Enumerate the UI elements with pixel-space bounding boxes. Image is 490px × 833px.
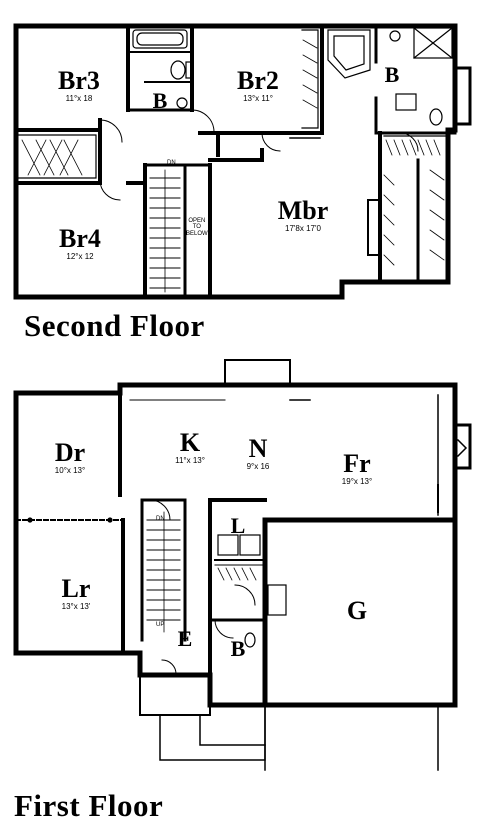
second-floor-walls: [13, 23, 472, 300]
room-mbr: Mbr 17'8x 17'0: [278, 198, 329, 233]
room-dr-dim: 10°x 13°: [54, 466, 86, 475]
first-floor-fixtures: [27, 394, 439, 675]
stair-dn-note-first: DN: [156, 516, 165, 522]
room-b: B: [231, 638, 246, 660]
room-br3-dim: 11°x 18: [65, 94, 93, 103]
room-b-name: B: [230, 636, 246, 661]
room-lr-dim: 13°x 13': [61, 602, 91, 611]
room-lr-name: Lr: [61, 574, 91, 603]
room-bath-small-name: B: [152, 88, 168, 113]
room-n-name: N: [248, 434, 268, 463]
room-mbr-name: Mbr: [277, 196, 329, 225]
room-k: K 11°x 13°: [175, 430, 205, 465]
room-l: L: [231, 515, 246, 537]
room-br4-name: Br4: [59, 224, 101, 253]
room-bath-master: B: [385, 64, 400, 86]
room-br2-dim: 13°x 11°: [243, 94, 273, 103]
room-bath-small: B: [153, 90, 168, 112]
room-g: G: [347, 598, 367, 624]
room-br4: Br4 12°x 12: [59, 226, 101, 261]
stair-up-note-first: UP: [156, 622, 165, 628]
room-fr-name: Fr: [343, 449, 371, 478]
open-to-below-note: OPEN TO BELOW: [186, 218, 208, 237]
room-fr: Fr 19°x 13°: [342, 451, 372, 486]
first-floor-title: First Floor: [14, 788, 164, 823]
room-e-name: E: [177, 626, 193, 651]
room-mbr-dim: 17'8x 17'0: [285, 224, 321, 233]
room-fr-dim: 19°x 13°: [341, 477, 373, 486]
room-bath-master-name: B: [384, 62, 400, 87]
room-l-name: L: [230, 513, 246, 538]
room-br4-dim: 12°x 12: [66, 252, 94, 261]
room-k-name: K: [179, 428, 201, 457]
room-br2-name: Br2: [237, 66, 279, 95]
first-floor-walls: [13, 359, 472, 771]
room-n: N 9°x 16: [247, 436, 270, 471]
room-br2: Br2 13°x 11°: [237, 68, 279, 103]
room-dr-name: Dr: [54, 438, 86, 467]
stair-dn-note-second: DN: [167, 160, 176, 166]
room-br3: Br3 11°x 18: [58, 68, 100, 103]
room-br3-name: Br3: [58, 66, 100, 95]
room-n-dim: 9°x 16: [246, 462, 270, 471]
room-e: E: [178, 628, 193, 650]
second-floor-title: Second Floor: [24, 308, 205, 343]
room-dr: Dr 10°x 13°: [55, 440, 85, 475]
room-k-dim: 11°x 13°: [175, 456, 205, 465]
room-lr: Lr 13°x 13': [62, 576, 91, 611]
second-floor-fixtures: [17, 27, 453, 293]
room-g-name: G: [346, 596, 368, 625]
